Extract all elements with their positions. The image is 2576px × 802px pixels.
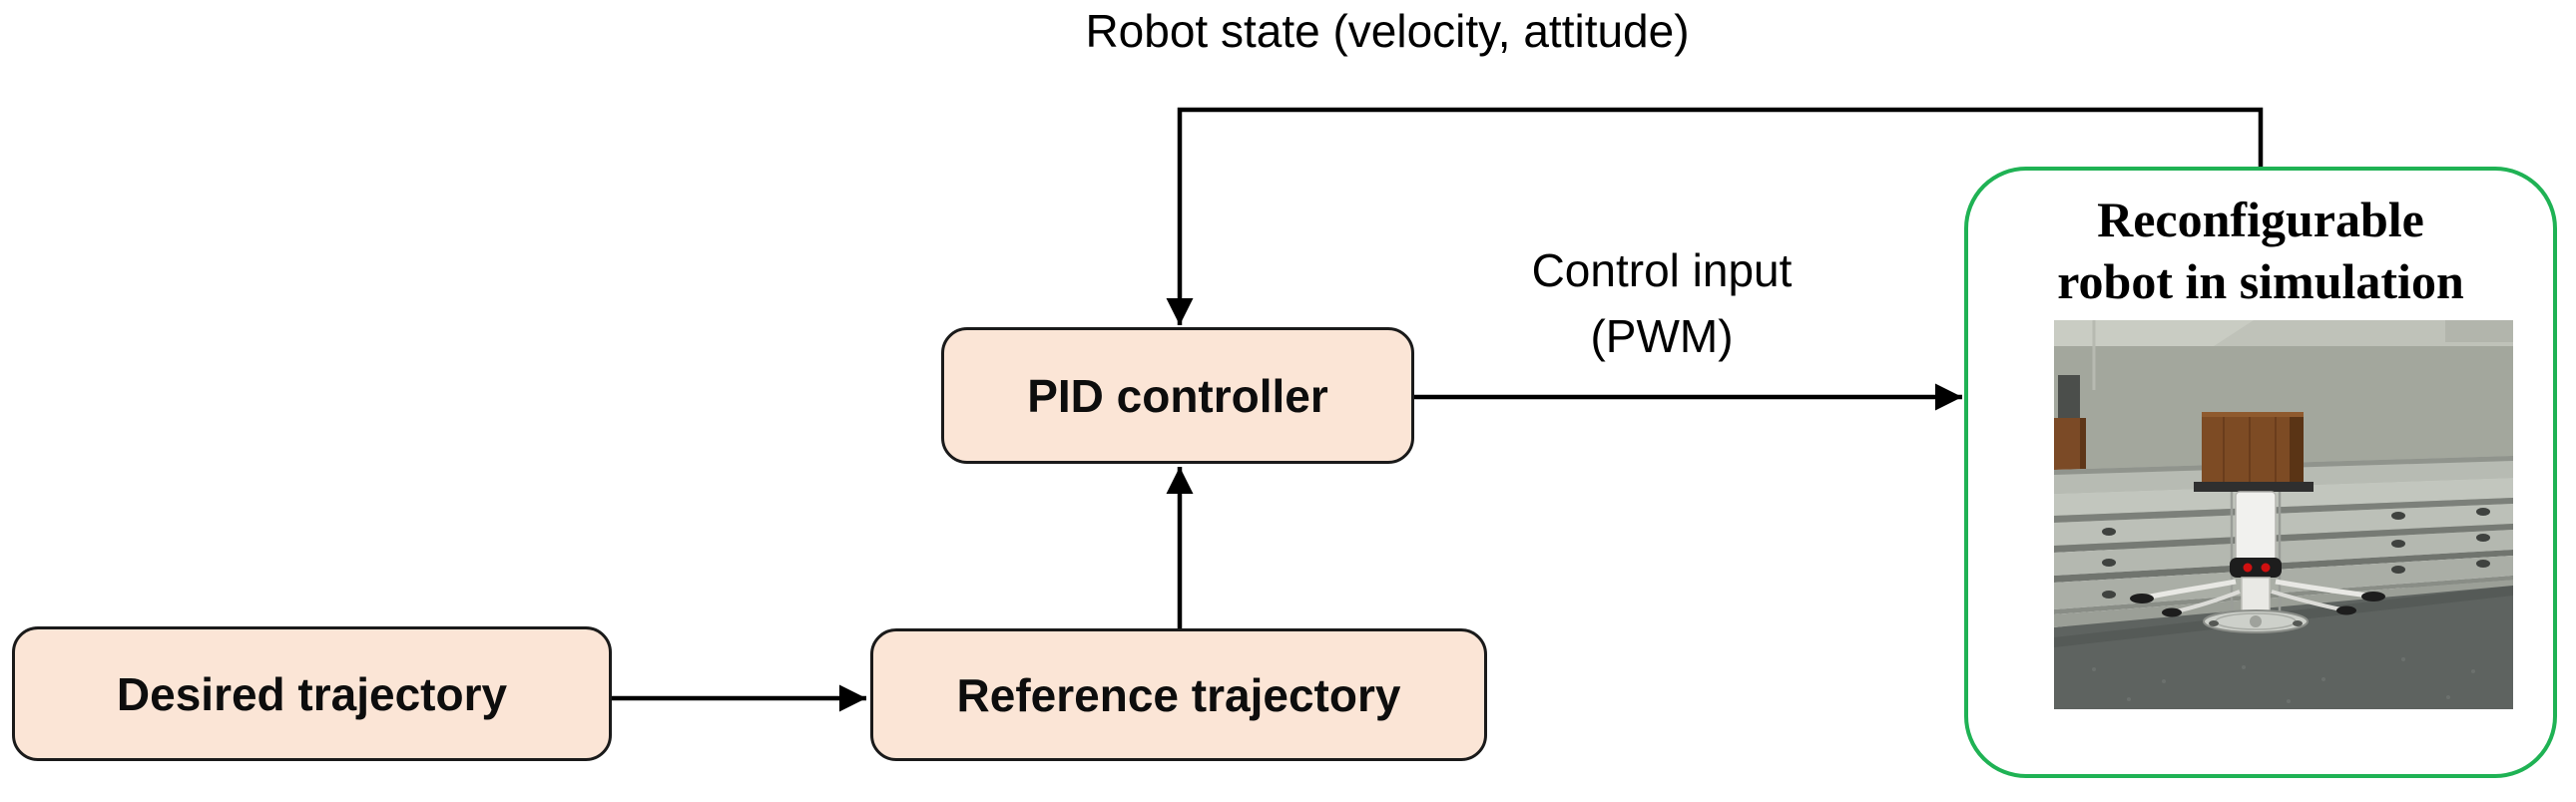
robot-state-label: Robot state (velocity, attitude): [1085, 5, 1690, 57]
desired-trajectory-box: Desired trajectory: [12, 626, 612, 761]
simulation-panel: Reconfigurable robot in simulation: [1964, 167, 2557, 778]
simulation-panel-title-line1: Reconfigurable: [2097, 192, 2424, 247]
control-input-label-line2: (PWM): [1590, 310, 1734, 362]
reference-trajectory-box: Reference trajectory: [870, 628, 1487, 761]
control-input-label-line1: Control input: [1531, 244, 1793, 296]
simulation-panel-title-line2: robot in simulation: [2057, 253, 2464, 309]
pid-controller-label: PID controller: [1027, 369, 1328, 422]
control-input-label: Control input (PWM): [1462, 237, 1861, 369]
reference-trajectory-label: Reference trajectory: [956, 668, 1401, 721]
simulation-panel-title: Reconfigurable robot in simulation: [1968, 189, 2553, 312]
desired-trajectory-label: Desired trajectory: [116, 667, 508, 720]
simulation-image: [2054, 320, 2513, 709]
pid-controller-box: PID controller: [941, 327, 1414, 464]
